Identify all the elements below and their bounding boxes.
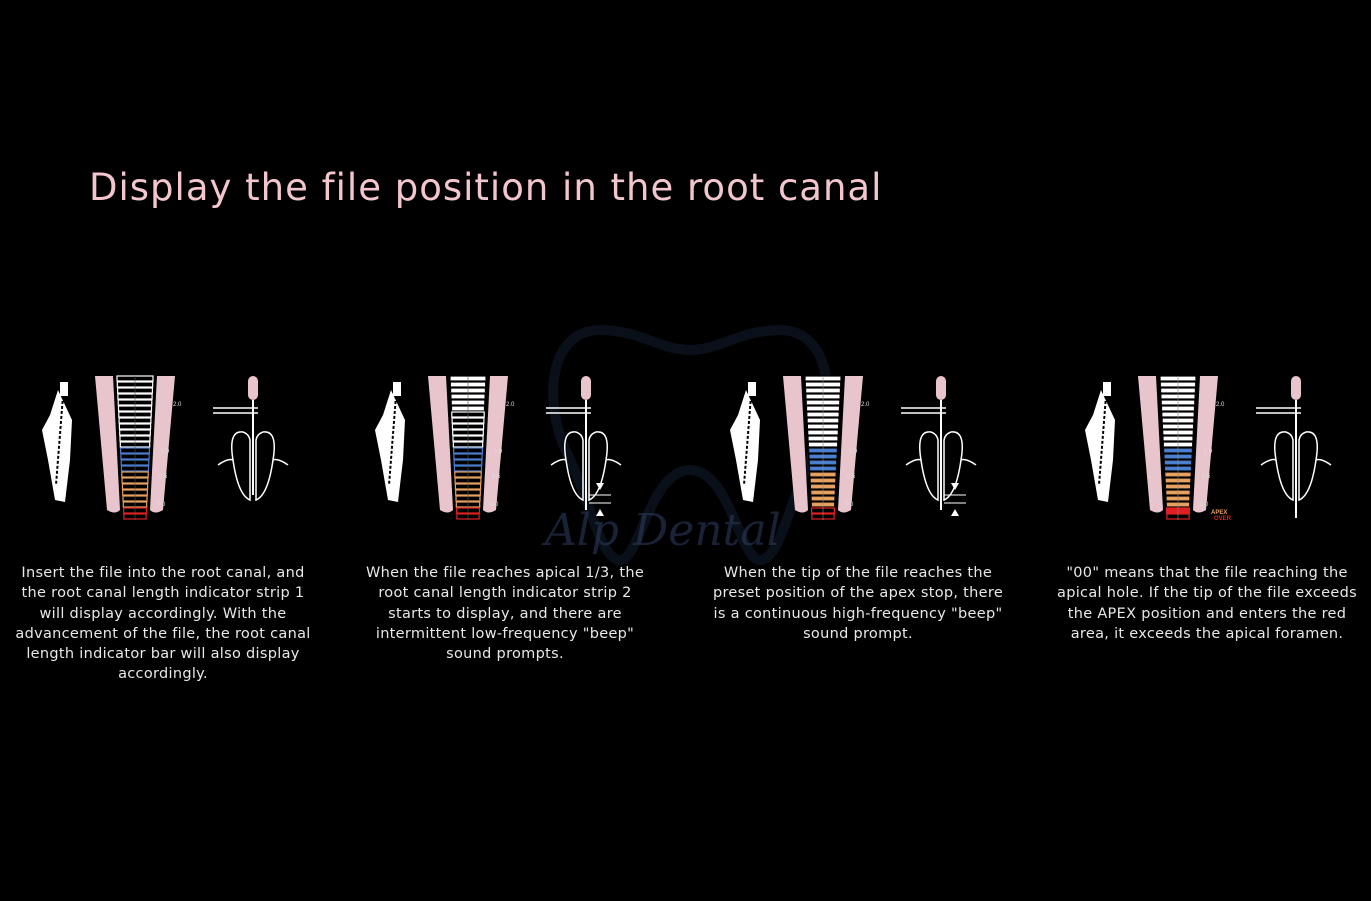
scale-label: 0.0 xyxy=(1200,502,1209,508)
description-2: When the file reaches apical 1/3, the ro… xyxy=(365,565,645,663)
canal-indicator: 2.0 1.0 0.5 0.0 xyxy=(95,375,182,520)
over-label: OVER xyxy=(1214,516,1232,522)
scale-label: 1.0 xyxy=(1204,449,1213,455)
file-in-tooth-icon xyxy=(1256,376,1332,518)
scale-label: 2.0 xyxy=(173,402,182,408)
canal-indicator: 2.0 1.0 0.5 0.0 xyxy=(428,375,515,520)
canal-wall-right xyxy=(483,376,508,513)
arrow-down-icon xyxy=(951,483,959,490)
root-canal-diagram: 2.0 1.0 0.5 0.0 xyxy=(730,375,977,520)
scale-label: 0.5 xyxy=(847,474,856,480)
scale-label: 1.0 xyxy=(494,449,503,455)
scale-label: 1.0 xyxy=(161,449,170,455)
file-handle xyxy=(936,376,946,400)
scale-label: 1.0 xyxy=(849,449,858,455)
canal-wall-left xyxy=(1138,376,1163,513)
scale-label: 0.5 xyxy=(1202,474,1211,480)
canal-indicator: 2.0 1.0 0.5 0.0 xyxy=(783,375,870,520)
description-1: Insert the file into the root canal, and… xyxy=(15,565,311,683)
panel-1: 2.0 1.0 0.5 0.0 xyxy=(30,370,330,540)
arrow-up-icon xyxy=(596,509,604,516)
file-in-tooth-icon xyxy=(546,376,622,516)
canal-wall-left xyxy=(428,376,453,513)
panel-2: 2.0 1.0 0.5 0.0 xyxy=(363,370,663,540)
description-3: When the tip of the file reaches the pre… xyxy=(712,565,1004,642)
scale-label: 0.0 xyxy=(157,502,166,508)
description-4: "00" means that the file reaching the ap… xyxy=(1057,565,1357,642)
file-in-tooth-icon xyxy=(213,376,289,502)
page-title: Display the file position in the root ca… xyxy=(89,166,883,209)
tooth-outline xyxy=(1260,431,1332,502)
panel-3: 2.0 1.0 0.5 0.0 xyxy=(718,370,1018,540)
scale-label: 0.5 xyxy=(159,474,168,480)
file-in-tooth-icon xyxy=(901,376,977,516)
canal-wall-right xyxy=(1193,376,1218,513)
tooth-logo-watermark xyxy=(548,324,832,566)
file-handle xyxy=(581,376,591,400)
canal-wall-right xyxy=(150,376,175,513)
tooth-side-icon xyxy=(42,382,72,502)
file-handle xyxy=(248,376,258,400)
scale-label: 2.0 xyxy=(861,402,870,408)
watermark-text: Alp Dental xyxy=(545,505,781,556)
tooth-side-icon xyxy=(375,382,405,502)
scale-label: 0.5 xyxy=(492,474,501,480)
canal-wall-right xyxy=(838,376,863,513)
canal-wall-left xyxy=(95,376,120,513)
scale-label: 2.0 xyxy=(506,402,515,408)
canal-wall-left xyxy=(783,376,808,513)
arrow-up-icon xyxy=(951,509,959,516)
root-canal-diagram: 2.0 1.0 0.5 0.0 xyxy=(375,375,622,520)
scale-label: 2.0 xyxy=(1216,402,1225,408)
tooth-side-icon xyxy=(1085,382,1115,502)
arrow-down-icon xyxy=(596,483,604,490)
root-canal-diagram: 2.0 1.0 0.5 0.0 xyxy=(42,375,289,520)
tooth-outline xyxy=(217,431,289,502)
apex-label: APEX xyxy=(1211,510,1227,516)
scale-label: 0.0 xyxy=(490,502,499,508)
file-handle xyxy=(1291,376,1301,400)
scale-label: 0.0 xyxy=(845,502,854,508)
tooth-side-icon xyxy=(730,382,760,502)
